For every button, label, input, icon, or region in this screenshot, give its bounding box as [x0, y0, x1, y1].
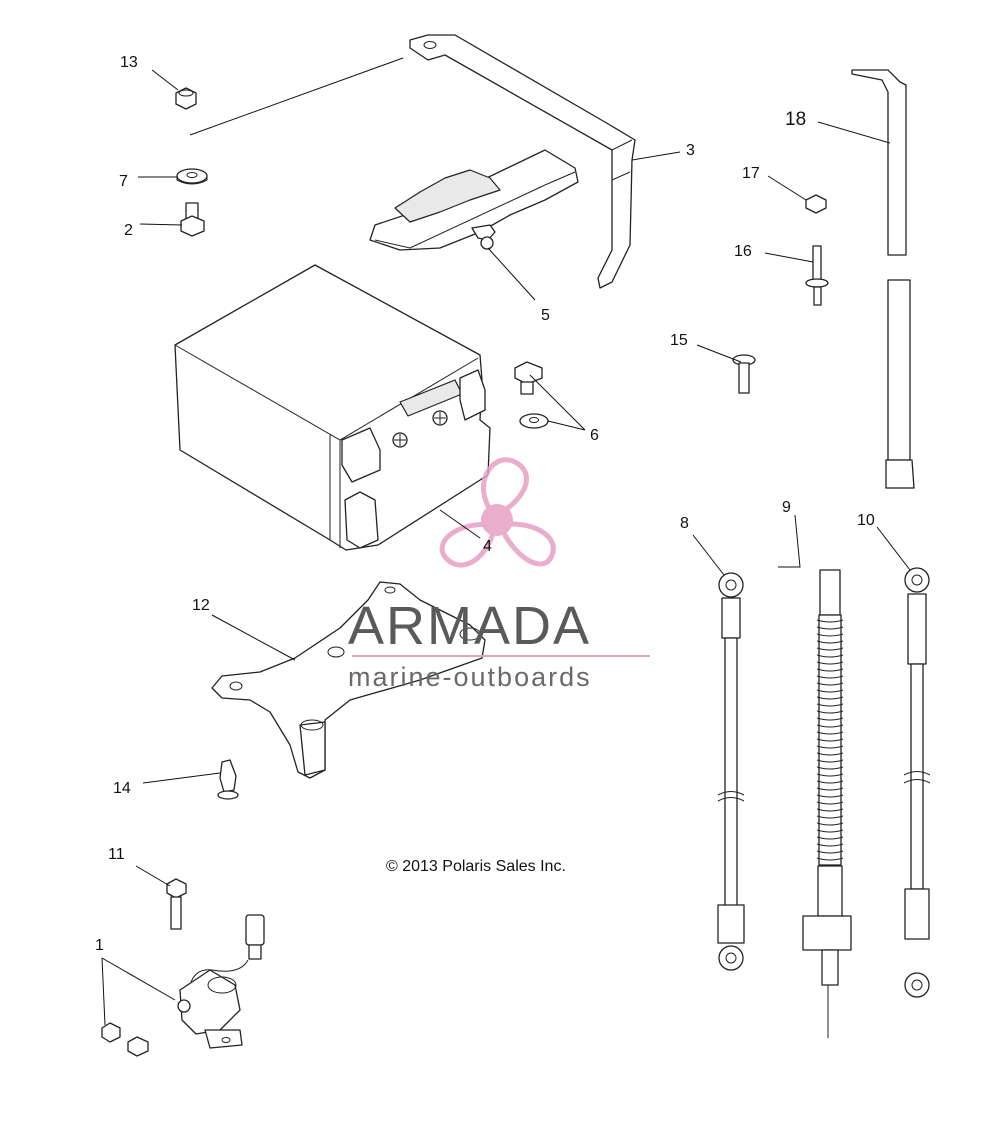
sleeve-rib — [816, 626, 844, 630]
sleeve-rib — [816, 675, 844, 679]
sleeve-rib — [816, 787, 844, 791]
part-8-cable — [717, 572, 745, 971]
part-9-cable — [802, 569, 852, 1038]
sleeve-rib — [816, 829, 844, 833]
sleeve-rib — [816, 773, 844, 777]
leader-lines — [101, 57, 911, 1026]
part-7-washer — [176, 168, 208, 185]
sleeve-rib — [816, 640, 844, 644]
sleeve-rib — [816, 689, 844, 693]
sleeve-rib — [816, 766, 844, 770]
sleeve-rib — [816, 710, 844, 714]
sleeve-rib — [816, 738, 844, 742]
callout-labels: 13 7 2 3 5 6 4 12 14 11 1 18 17 16 15 8 … — [95, 54, 875, 954]
callout-8: 8 — [680, 515, 689, 532]
part-2-bolt — [180, 202, 205, 237]
sleeve-rib — [816, 654, 844, 658]
callout-7: 7 — [119, 173, 128, 190]
callout-6: 6 — [590, 427, 599, 444]
part-17-nut — [805, 194, 827, 214]
sleeve-rib — [816, 745, 844, 749]
sleeve-rib — [816, 801, 844, 805]
callout-5: 5 — [541, 307, 550, 324]
callout-9: 9 — [782, 499, 791, 516]
sleeve-rib — [816, 703, 844, 707]
callout-4: 4 — [483, 538, 492, 555]
callout-14: 14 — [113, 780, 131, 797]
callout-2: 2 — [124, 222, 133, 239]
sleeve-rib — [816, 808, 844, 812]
sleeve-rib — [816, 780, 844, 784]
callout-1: 1 — [95, 937, 104, 954]
copyright-notice: © 2013 Polaris Sales Inc. — [386, 858, 566, 875]
callout-11: 11 — [108, 846, 125, 863]
part-10-cable — [903, 567, 931, 998]
sleeve-rib — [816, 696, 844, 700]
part-11-bolt — [166, 878, 187, 930]
sleeve-rib — [816, 619, 844, 623]
sleeve-rib — [816, 822, 844, 826]
part-1-solenoid — [101, 914, 265, 1057]
watermark-title: ARMADA — [348, 596, 591, 656]
callout-12: 12 — [192, 597, 210, 614]
callout-13: 13 — [120, 54, 138, 71]
sleeve-rib — [816, 668, 844, 672]
part-16-stud — [805, 245, 829, 306]
part-14-push-rivet — [217, 759, 239, 800]
callout-15: 15 — [670, 332, 688, 349]
sleeve-rib — [816, 731, 844, 735]
sleeve-rib — [816, 794, 844, 798]
sleeve-rib — [816, 633, 844, 637]
callout-16: 16 — [734, 243, 752, 260]
part-6-bolt-washer — [514, 361, 549, 429]
sleeve-rib — [816, 724, 844, 728]
sleeve-rib — [816, 850, 844, 854]
part-12-bracket — [211, 581, 486, 779]
part-13-nut — [175, 87, 197, 110]
part-3-holddown-strap — [409, 34, 636, 289]
sleeve-rib — [816, 661, 844, 665]
part-15-screw — [732, 354, 756, 394]
watermark-subtitle: marine-outboards — [348, 662, 592, 692]
callout-18: 18 — [785, 109, 806, 130]
sleeve-rib — [816, 717, 844, 721]
sleeve-rib — [816, 857, 844, 861]
sleeve-rib — [816, 815, 844, 819]
watermark-logo — [439, 457, 556, 568]
callout-3: 3 — [686, 142, 695, 159]
part-4-battery — [174, 264, 491, 551]
sleeve-rib — [816, 752, 844, 756]
callout-10: 10 — [857, 512, 875, 529]
sleeve-rib — [816, 647, 844, 651]
callout-17: 17 — [742, 165, 760, 182]
sleeve-rib — [816, 682, 844, 686]
sleeve-rib — [816, 843, 844, 847]
sleeve-rib — [816, 836, 844, 840]
part-18-rod — [851, 69, 915, 489]
part-5-battery-cover — [369, 149, 579, 251]
sleeve-rib — [816, 759, 844, 763]
